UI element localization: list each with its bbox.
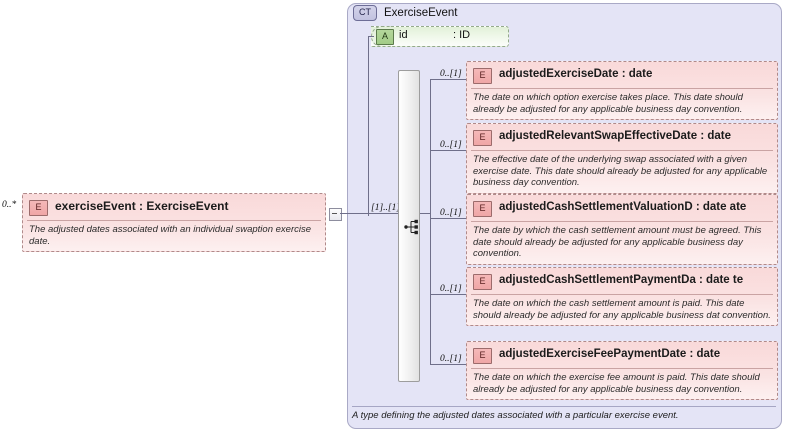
connector-children-spine [430, 79, 431, 364]
complextype-documentation: A type defining the adjusted dates assoc… [352, 406, 776, 421]
connector-attribute-horizontal [368, 36, 374, 37]
element-badge-icon: E [473, 348, 492, 364]
minus-icon[interactable] [329, 208, 342, 221]
element-node-adjustedCashSettlementValuationDate[interactable]: E adjustedCashSettlementValuationD : dat… [466, 194, 778, 265]
element-title: adjustedCashSettlementValuationD : date … [499, 201, 747, 213]
child-cardinality-5: 0..[1] [440, 354, 462, 364]
element-node-adjustedExerciseDate[interactable]: E adjustedExerciseDate : date The date o… [466, 61, 778, 120]
element-badge-icon: E [473, 130, 492, 146]
connector-child-2 [430, 150, 466, 151]
attribute-name: id [399, 29, 408, 41]
element-title: adjustedExerciseFeePaymentDate : date [499, 348, 721, 360]
element-header: E adjustedExerciseFeePaymentDate : date [467, 342, 777, 368]
element-badge-icon: E [473, 274, 492, 290]
element-title: adjustedRelevantSwapEffectiveDate : date [499, 130, 731, 142]
element-header: E adjustedCashSettlementPaymentDa : date… [467, 268, 777, 294]
child-cardinality-1: 0..[1] [440, 69, 462, 79]
child-cardinality-2: 0..[1] [440, 140, 462, 150]
element-header: E adjustedExerciseDate : date [467, 62, 777, 88]
element-title: adjustedExerciseDate : date [499, 68, 653, 80]
attribute-type: : ID [453, 29, 471, 41]
connector-root-to-sequence [340, 213, 398, 214]
connector-child-1 [430, 79, 466, 80]
element-header: E exerciseEvent : ExerciseEvent [23, 194, 325, 220]
element-badge-icon: E [473, 68, 492, 84]
sequence-compositor-bar[interactable] [398, 70, 420, 382]
sequence-icon [404, 219, 418, 235]
element-documentation: The date on which option exercise takes … [471, 88, 773, 119]
element-node-adjustedRelevantSwapEffectiveDate[interactable]: E adjustedRelevantSwapEffectiveDate : da… [466, 123, 778, 194]
complextype-badge-icon: CT [353, 5, 377, 21]
element-node-exerciseEvent[interactable]: E exerciseEvent : ExerciseEvent The adju… [22, 193, 326, 252]
complextype-name: ExerciseEvent [384, 7, 458, 19]
root-cardinality: 0..* [2, 200, 17, 210]
sequence-cardinality: [1]..[1] [371, 203, 401, 213]
element-title: adjustedCashSettlementPaymentDa : date t… [499, 274, 744, 286]
connector-attribute-vertical [368, 36, 369, 216]
complextype-header: CT ExerciseEvent [353, 5, 458, 21]
child-cardinality-4: 0..[1] [440, 284, 462, 294]
element-documentation: The effective date of the underlying swa… [471, 150, 773, 193]
connector-sequence-out [420, 213, 430, 214]
attribute-node-id[interactable] [371, 26, 509, 47]
child-cardinality-3: 0..[1] [440, 208, 462, 218]
element-header: E adjustedCashSettlementValuationD : dat… [467, 195, 777, 221]
element-header: E adjustedRelevantSwapEffectiveDate : da… [467, 124, 777, 150]
element-badge-icon: E [473, 201, 492, 217]
element-badge-icon: E [29, 200, 48, 216]
element-documentation: The date on which the cash settlement am… [471, 294, 773, 325]
attribute-badge-icon: A [376, 29, 394, 45]
connector-child-5 [430, 364, 466, 365]
element-documentation: The date on which the exercise fee amoun… [471, 368, 773, 399]
connector-child-3 [430, 218, 466, 219]
element-documentation: The adjusted dates associated with an in… [27, 220, 321, 251]
element-node-adjustedExerciseFeePaymentDate[interactable]: E adjustedExerciseFeePaymentDate : date … [466, 341, 778, 400]
connector-child-4 [430, 294, 466, 295]
element-title: exerciseEvent : ExerciseEvent [55, 199, 229, 213]
element-documentation: The date by which the cash settlement am… [471, 221, 773, 264]
element-node-adjustedCashSettlementPaymentDate[interactable]: E adjustedCashSettlementPaymentDa : date… [466, 267, 778, 326]
